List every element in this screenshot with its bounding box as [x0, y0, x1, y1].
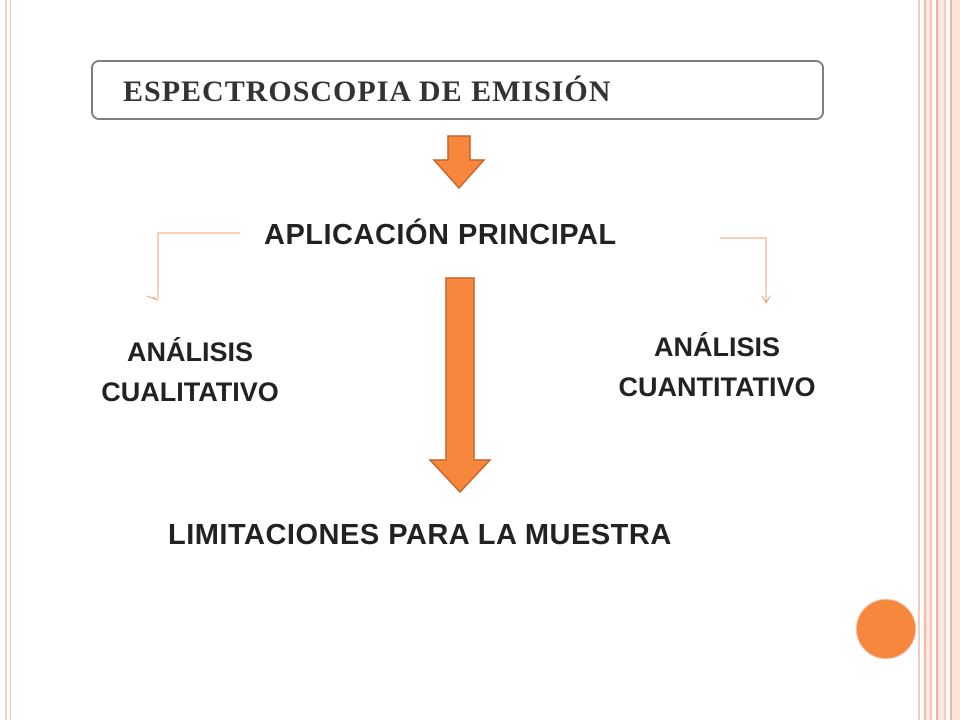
qualitative-line-2: CUALITATIVO: [101, 377, 279, 407]
connector-right-arrowhead: [761, 295, 771, 305]
quantitative-line-2: CUANTITATIVO: [618, 372, 816, 402]
limitations-label: LIMITACIONES PARA LA MUESTRA: [168, 519, 672, 551]
quantitative-line-1: ANÁLISIS: [653, 332, 780, 362]
quantitative-analysis-label: ANÁLISIS CUANTITATIVO: [572, 327, 862, 407]
main-application-label: APLICACIÓN PRINCIPAL: [264, 219, 617, 251]
qualitative-line-1: ANÁLISIS: [126, 337, 253, 367]
title-box: ESPECTROSCOPIA DE EMISIÓN: [91, 60, 824, 120]
arrow-down-large: [428, 277, 492, 494]
slide-title: ESPECTROSCOPIA DE EMISIÓN: [123, 75, 612, 108]
connector-left-arrowhead: [146, 295, 159, 301]
accent-circle: [856, 599, 916, 659]
right-stripes-decoration: [916, 0, 960, 720]
connector-right: [720, 237, 767, 302]
connector-left: [157, 232, 240, 298]
left-border-decoration: [0, 0, 11, 720]
arrow-down-small: [432, 135, 486, 190]
qualitative-analysis-label: ANÁLISIS CUALITATIVO: [60, 332, 320, 412]
